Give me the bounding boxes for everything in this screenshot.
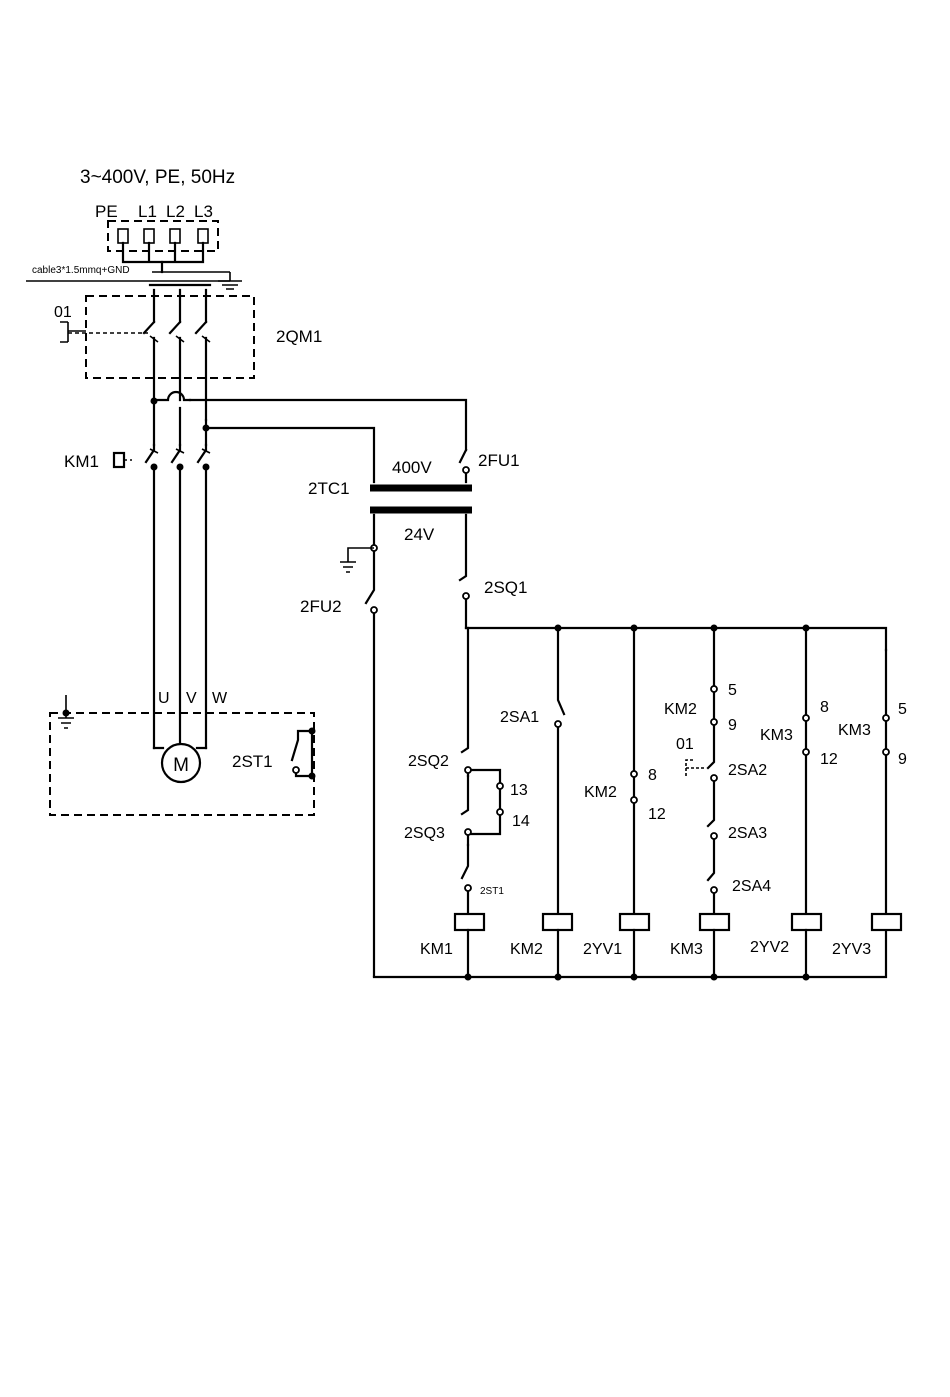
branch-km3: KM2 5 9 01 2SA2 2SA3 2SA4 KM3 bbox=[664, 625, 771, 981]
branch6-contact-label: KM3 bbox=[838, 722, 871, 739]
ground-icon bbox=[340, 548, 374, 572]
terminal-label-l3: L3 bbox=[194, 202, 213, 221]
branch6-n9: 9 bbox=[898, 751, 907, 768]
contactor-label: KM1 bbox=[64, 452, 99, 471]
motor-housing: U V W M 2ST1 bbox=[50, 690, 316, 815]
thermal-label: 2ST1 bbox=[232, 752, 273, 771]
branch4-n9: 9 bbox=[728, 717, 737, 734]
main-switch-label: 2SQ1 bbox=[484, 578, 527, 597]
branch3-contact-label: KM2 bbox=[584, 784, 617, 801]
fuse-2fu1: 2FU1 bbox=[460, 450, 520, 482]
fuse-secondary-label: 2FU2 bbox=[300, 597, 342, 616]
branch2-sa1-label: 2SA1 bbox=[500, 709, 539, 726]
branch4-sa3-label: 2SA3 bbox=[728, 825, 767, 842]
switch-2sq1: 2SQ1 bbox=[460, 515, 527, 628]
phase-label-u: U bbox=[158, 690, 170, 707]
coil-2yv1-icon bbox=[620, 914, 649, 930]
terminal-block: PE L1 L2 L3 bbox=[95, 202, 218, 262]
phase-label-w: W bbox=[212, 690, 228, 707]
terminal-l1-icon bbox=[144, 229, 154, 243]
coil-km2-icon bbox=[543, 914, 572, 930]
branch1-st1-label: 2ST1 bbox=[480, 886, 504, 897]
breaker-label: 2QM1 bbox=[276, 327, 322, 346]
terminal-label-l2: L2 bbox=[166, 202, 185, 221]
trip-mechanism-icon bbox=[60, 322, 86, 342]
branch5-n12: 12 bbox=[820, 751, 838, 768]
branch-2yv3: KM3 5 9 2YV3 bbox=[832, 650, 907, 958]
branch6-coil-label: 2YV3 bbox=[832, 941, 871, 958]
terminal-l3-icon bbox=[198, 229, 208, 243]
transformer-secondary: 24V bbox=[404, 525, 435, 544]
branch1-sq2-label: 2SQ2 bbox=[408, 753, 449, 770]
branch-2yv1: KM2 8 12 2YV1 bbox=[583, 625, 666, 981]
branch6-n5: 5 bbox=[898, 701, 907, 718]
coil-2yv2-icon bbox=[792, 914, 821, 930]
branch5-n8: 8 bbox=[820, 699, 829, 716]
transformer-2tc1: 2TC1 400V 24V bbox=[308, 458, 472, 544]
branch4-coil-label: KM3 bbox=[670, 941, 703, 958]
branch4-sa2-label: 2SA2 bbox=[728, 762, 767, 779]
branch-km2: 2SA1 KM2 bbox=[500, 625, 572, 981]
branch3-n12: 12 bbox=[648, 806, 666, 823]
branch-2yv2: KM3 8 12 2YV2 bbox=[750, 625, 838, 981]
breaker-trip-label: 01 bbox=[54, 304, 72, 321]
branch1-coil-label: KM1 bbox=[420, 941, 453, 958]
coil-2yv3-icon bbox=[872, 914, 901, 930]
branch3-coil-label: 2YV1 bbox=[583, 941, 622, 958]
contactor-coil-icon bbox=[114, 453, 124, 467]
terminal-pe-icon bbox=[118, 229, 128, 243]
terminal-label-l1: L1 bbox=[138, 202, 157, 221]
branch4-n5: 5 bbox=[728, 682, 737, 699]
branch1-n14: 14 bbox=[512, 813, 530, 830]
cable-spec: cable3*1.5mmq+GND bbox=[32, 265, 130, 276]
supply-spec: 3~400V, PE, 50Hz bbox=[80, 167, 235, 188]
branch4-sa2-trip: 01 bbox=[676, 736, 694, 753]
transformer-label: 2TC1 bbox=[308, 479, 350, 498]
fuse-primary-label: 2FU1 bbox=[478, 451, 520, 470]
branch-km1: 2SQ2 13 14 2SQ3 2ST1 KM1 bbox=[404, 628, 530, 981]
branch3-n8: 8 bbox=[648, 767, 657, 784]
branch4-contact-label: KM2 bbox=[664, 701, 697, 718]
coil-km1-icon bbox=[455, 914, 484, 930]
ground-icon bbox=[218, 281, 242, 289]
phase-label-v: V bbox=[186, 690, 197, 707]
motor-symbol: M bbox=[173, 755, 189, 776]
branch2-coil-label: KM2 bbox=[510, 941, 543, 958]
branch5-coil-label: 2YV2 bbox=[750, 939, 789, 956]
terminal-label-pe: PE bbox=[95, 202, 118, 221]
branch1-sq3-label: 2SQ3 bbox=[404, 825, 445, 842]
branch4-sa4-label: 2SA4 bbox=[732, 878, 771, 895]
coil-km3-icon bbox=[700, 914, 729, 930]
terminal-l2-icon bbox=[170, 229, 180, 243]
branch1-n13: 13 bbox=[510, 782, 528, 799]
branch5-contact-label: KM3 bbox=[760, 727, 793, 744]
rotary-actuator-icon bbox=[686, 760, 706, 776]
transformer-primary: 400V bbox=[392, 458, 432, 477]
